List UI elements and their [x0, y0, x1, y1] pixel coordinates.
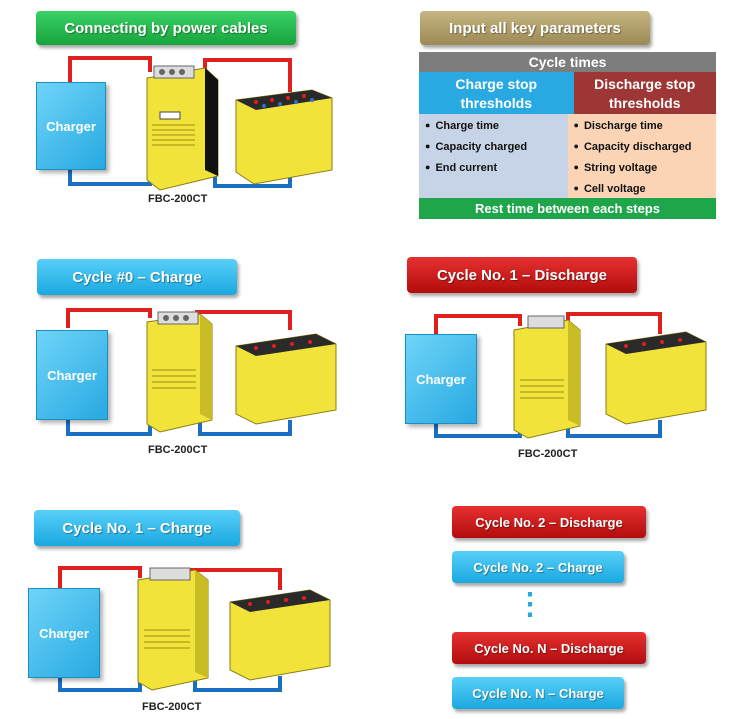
- cycle0-charge-banner: Cycle #0 – Charge: [37, 259, 237, 295]
- cycleN-charge-banner: Cycle No. N – Charge: [452, 677, 624, 709]
- ellipsis-marker: ⋮: [515, 588, 545, 621]
- fbc-device: [146, 65, 219, 191]
- diagram-cycle1-discharge: [434, 312, 707, 439]
- blue-cable: [68, 168, 152, 186]
- charge-stop-header: Charge stop thresholds: [419, 72, 574, 114]
- cycle2-charge-banner: Cycle No. 2 – Charge: [452, 551, 624, 583]
- list-item: Capacity discharged: [574, 139, 717, 160]
- diagram-cycle0-charge: [66, 308, 337, 436]
- charger-box: Charger: [405, 334, 477, 424]
- red-cable-2: [203, 58, 292, 92]
- cycle1-discharge-banner: Cycle No. 1 – Discharge: [407, 257, 637, 293]
- charge-items-list: Charge time Capacity charged End current: [419, 114, 568, 198]
- charger-box: Charger: [36, 82, 106, 170]
- cycleN-discharge-banner: Cycle No. N – Discharge: [452, 632, 646, 664]
- charger-box: Charger: [28, 588, 100, 678]
- list-item: Cell voltage: [574, 181, 717, 202]
- diagram-connecting: [68, 56, 333, 191]
- params-table: Cycle times Charge stop thresholds Disch…: [419, 52, 716, 219]
- device-label: FBC-200CT: [518, 448, 578, 460]
- list-item: String voltage: [574, 160, 717, 181]
- discharge-items-list: Discharge time Capacity discharged Strin…: [567, 114, 717, 198]
- cycle2-discharge-banner: Cycle No. 2 – Discharge: [452, 506, 646, 538]
- list-item: Charge time: [425, 118, 568, 139]
- input-params-banner: Input all key parameters: [420, 11, 650, 45]
- diagram-cycle1-charge: [58, 566, 331, 692]
- red-cable: [68, 56, 152, 82]
- list-item: Discharge time: [574, 118, 717, 139]
- list-item: Capacity charged: [425, 139, 568, 160]
- rest-time-footer: Rest time between each steps: [419, 198, 716, 219]
- device-label: FBC-200CT: [148, 193, 208, 205]
- connecting-banner: Connecting by power cables: [36, 11, 296, 45]
- cycle-times-header: Cycle times: [419, 52, 716, 72]
- cycle1-charge-banner: Cycle No. 1 – Charge: [34, 510, 240, 546]
- charger-box: Charger: [36, 330, 108, 420]
- discharge-stop-header: Discharge stop thresholds: [573, 72, 716, 114]
- blue-cable-2: [213, 172, 292, 188]
- list-item: End current: [425, 160, 568, 181]
- device-label: FBC-200CT: [148, 444, 208, 456]
- device-label: FBC-200CT: [142, 701, 202, 713]
- battery-pack: [235, 89, 333, 185]
